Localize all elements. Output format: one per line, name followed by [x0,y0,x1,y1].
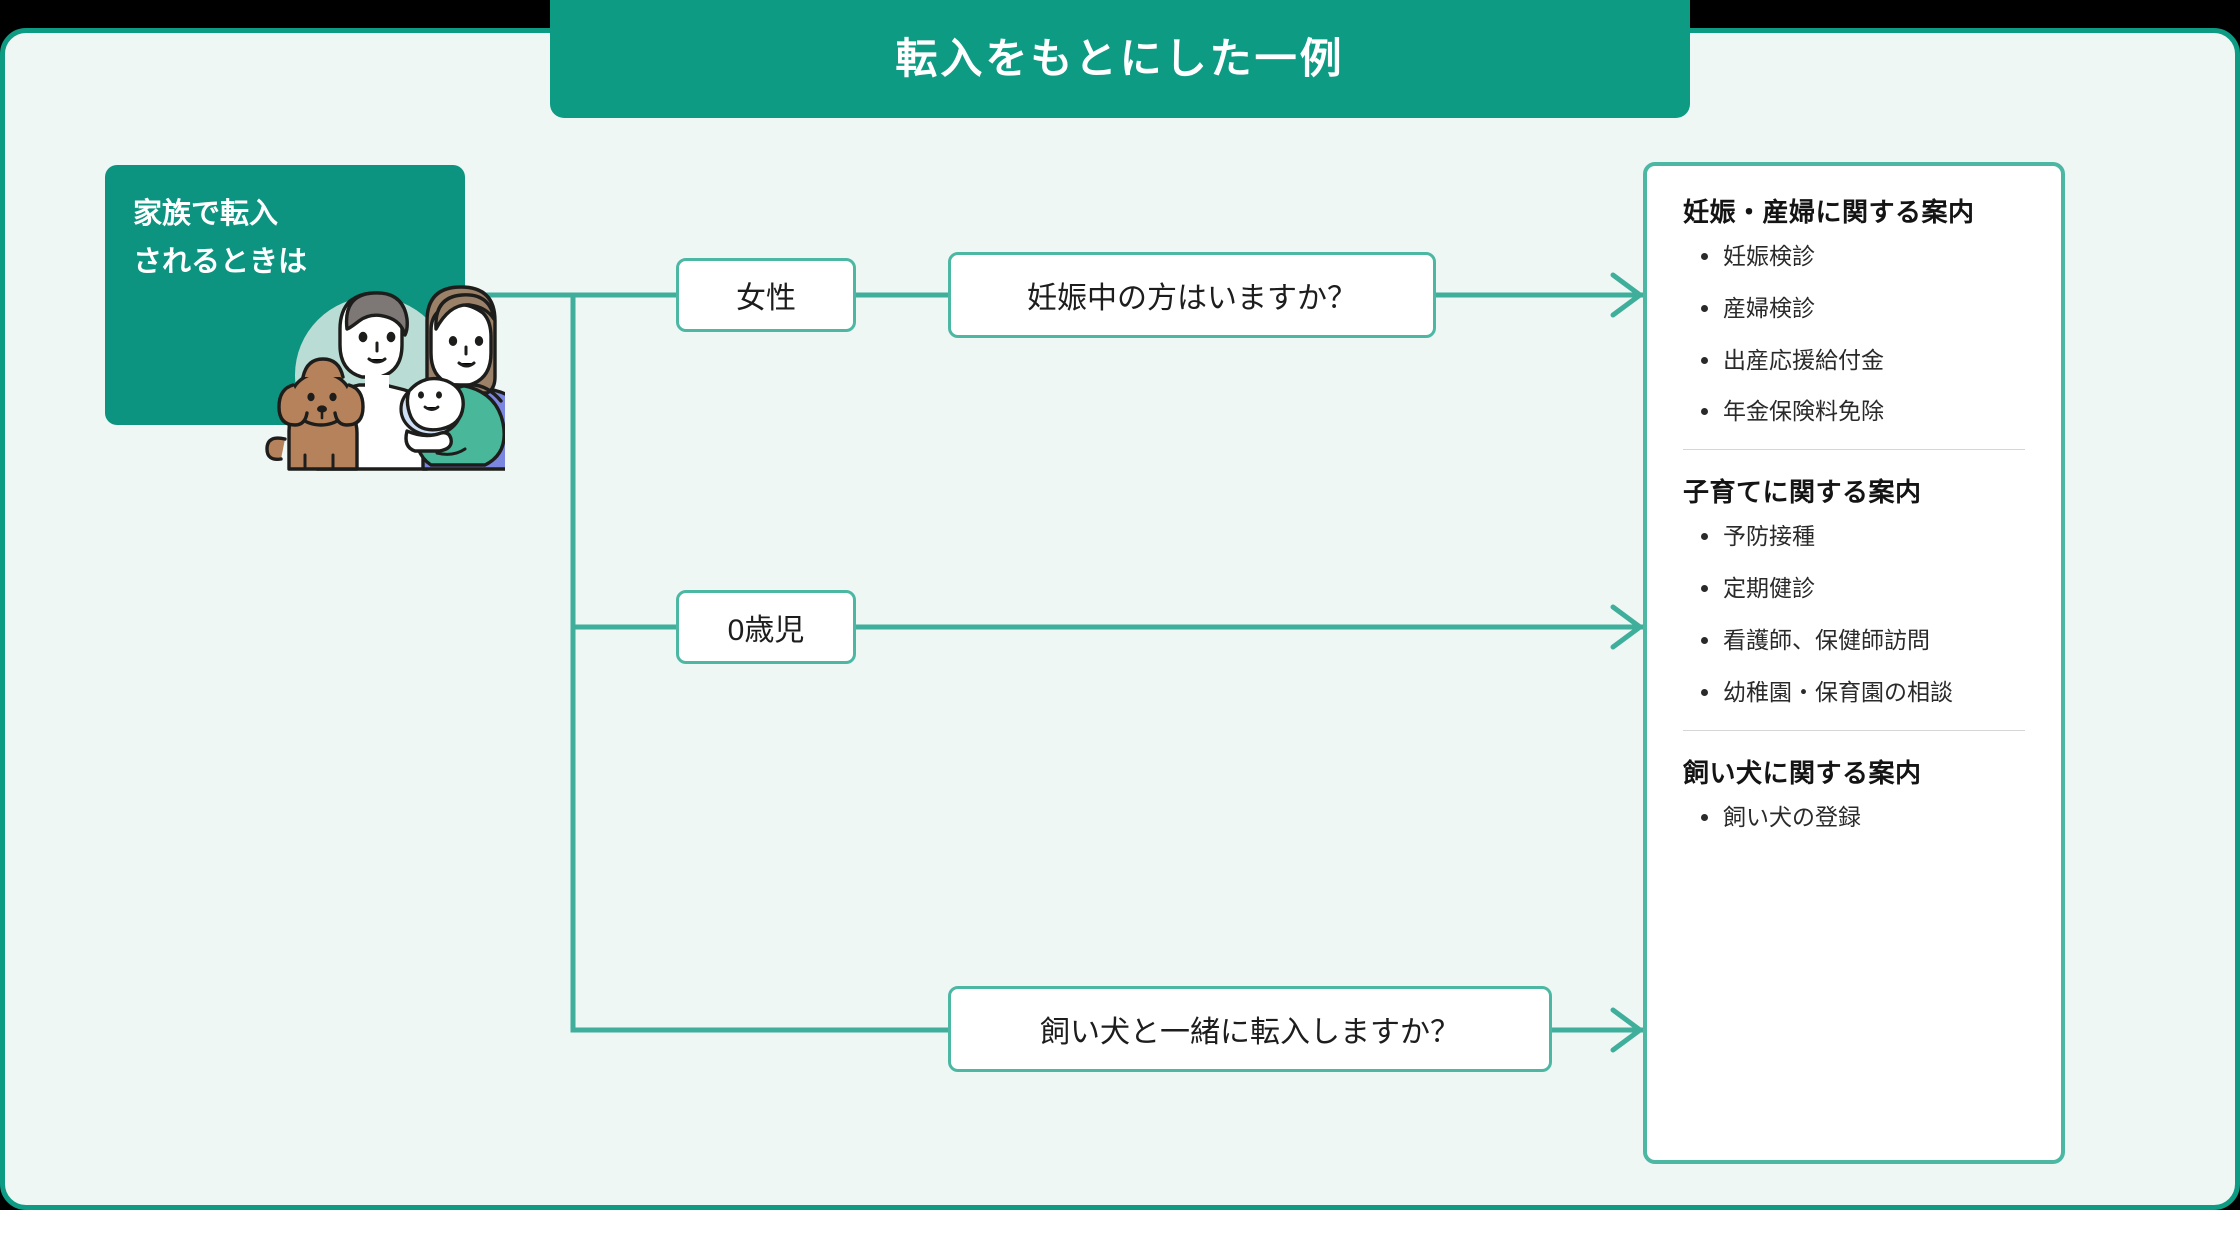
list-item: 産婦検診 [1697,294,2031,324]
node-pregnancy-question[interactable]: 妊娠中の方はいますか？ [948,252,1436,338]
section-divider [1683,729,2025,731]
section-title: 飼い犬に関する案内 [1683,757,1922,788]
section-divider [1683,449,2025,451]
list-item: 予防接種 [1697,522,2031,552]
page-bottom-edge [0,1210,2240,1238]
node-female[interactable]: 女性 [676,258,856,332]
result-section-dog: 飼い犬に関する案内 飼い犬の登録 [1683,757,2031,833]
results-card: 妊娠・産婦に関する案内 妊娠検診 産婦検診 出産応援給付金 年金保険料免除 子育… [1643,162,2065,1164]
page-title: 転入をもとにした一例 [895,35,1345,82]
list-item: 飼い犬の登録 [1697,803,2031,833]
source-node[interactable]: 家族で転入 されるときは [105,165,505,471]
result-section-pregnancy: 妊娠・産婦に関する案内 妊娠検診 産婦検診 出産応援給付金 年金保険料免除 [1683,196,2031,427]
family-with-baby-and-dog-icon [265,285,505,471]
list-item: 年金保険料免除 [1697,397,2031,427]
source-node-label: 家族で転入 されるときは [133,198,308,278]
result-section-childcare: 子育てに関する案内 予防接種 定期健診 看護師、保健師訪問 幼稚園・保育園の相談 [1683,476,2031,707]
list-item: 定期健診 [1697,574,2031,604]
node-infant[interactable]: 0歳児 [676,590,856,664]
section-title: 子育てに関する案内 [1683,477,1922,508]
section-list: 妊娠検診 産婦検診 出産応援給付金 年金保険料免除 [1683,242,2031,428]
list-item: 妊娠検診 [1697,242,2031,272]
section-list: 予防接種 定期健診 看護師、保健師訪問 幼稚園・保育園の相談 [1683,522,2031,708]
list-item: 出産応援給付金 [1697,346,2031,376]
list-item: 幼稚園・保育園の相談 [1697,678,2031,708]
list-item: 看護師、保健師訪問 [1697,626,2031,656]
node-dog-question[interactable]: 飼い犬と一緒に転入しますか？ [948,986,1552,1072]
header-banner: 転入をもとにした一例 [550,0,1690,118]
section-title: 妊娠・産婦に関する案内 [1683,197,1975,227]
section-list: 飼い犬の登録 [1683,803,2031,833]
